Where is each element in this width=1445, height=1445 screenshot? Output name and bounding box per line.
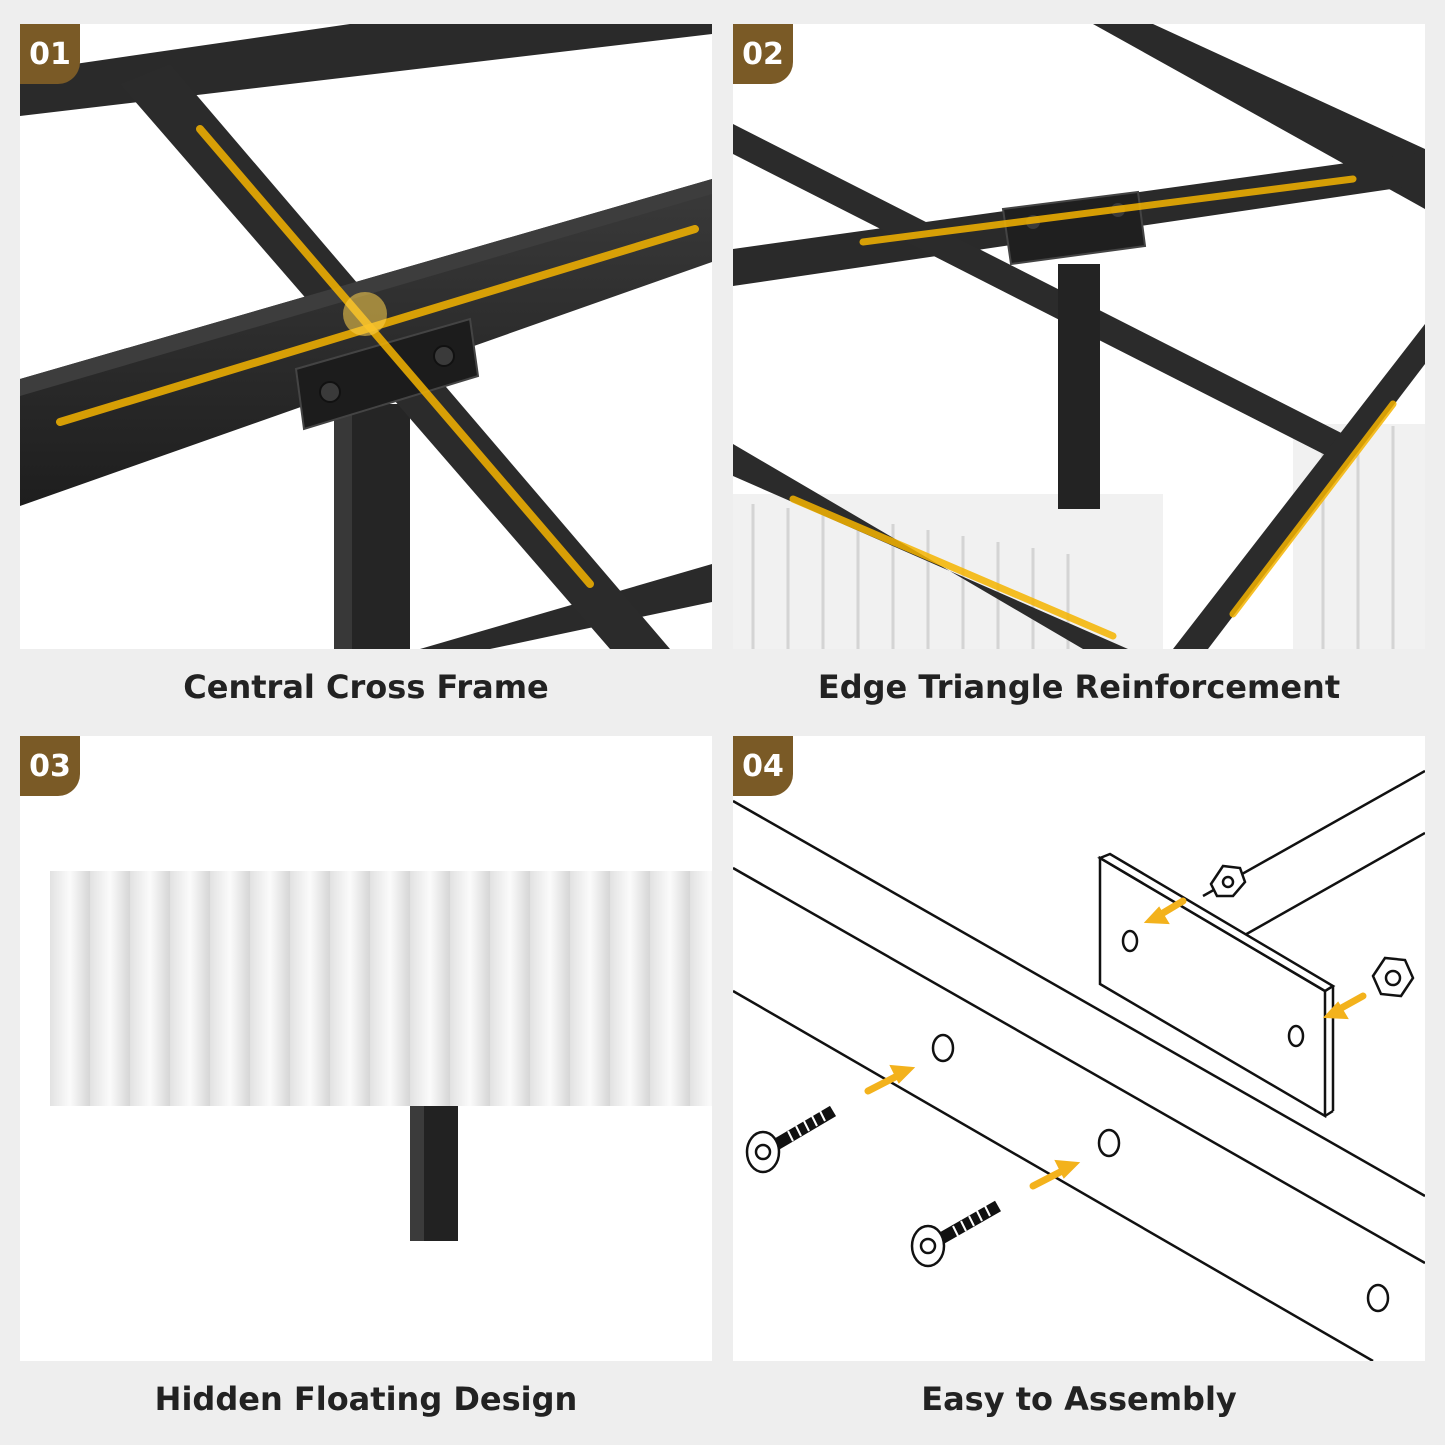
step-badge-01: 01 [20,24,80,84]
nut-icon [1209,864,1247,898]
hole-icon [1097,1128,1121,1158]
cross-frame-illustration [20,24,712,649]
bolt-icon [319,381,341,403]
step-badge-04: 04 [733,736,793,796]
caption-edge-triangle-reinforcement: Edge Triangle Reinforcement [817,668,1341,706]
step-badge-02: 02 [733,24,793,84]
screw-icon [745,1105,837,1174]
hole-icon [1366,1283,1390,1313]
panel-central-cross-frame: 01 [20,24,712,649]
panel-edge-triangle-reinforcement: 02 [733,24,1425,649]
assembly-illustration [733,769,1425,1361]
caption-easy-to-assembly: Easy to Assembly [921,1380,1237,1418]
caption-central-cross-frame: Central Cross Frame [183,668,549,706]
triangle-reinforcement-illustration [733,24,1425,649]
step-badge-03: 03 [20,736,80,796]
caption-hidden-floating-design: Hidden Floating Design [154,1380,578,1418]
floating-design-illustration [50,871,712,1241]
screw-icon [910,1200,1001,1268]
nut-icon [1371,956,1415,998]
panel-easy-to-assembly: 04 [733,736,1425,1361]
panel-hidden-floating-design: 03 [20,736,712,1361]
hole-icon [931,1033,955,1063]
bolt-icon [433,345,455,367]
